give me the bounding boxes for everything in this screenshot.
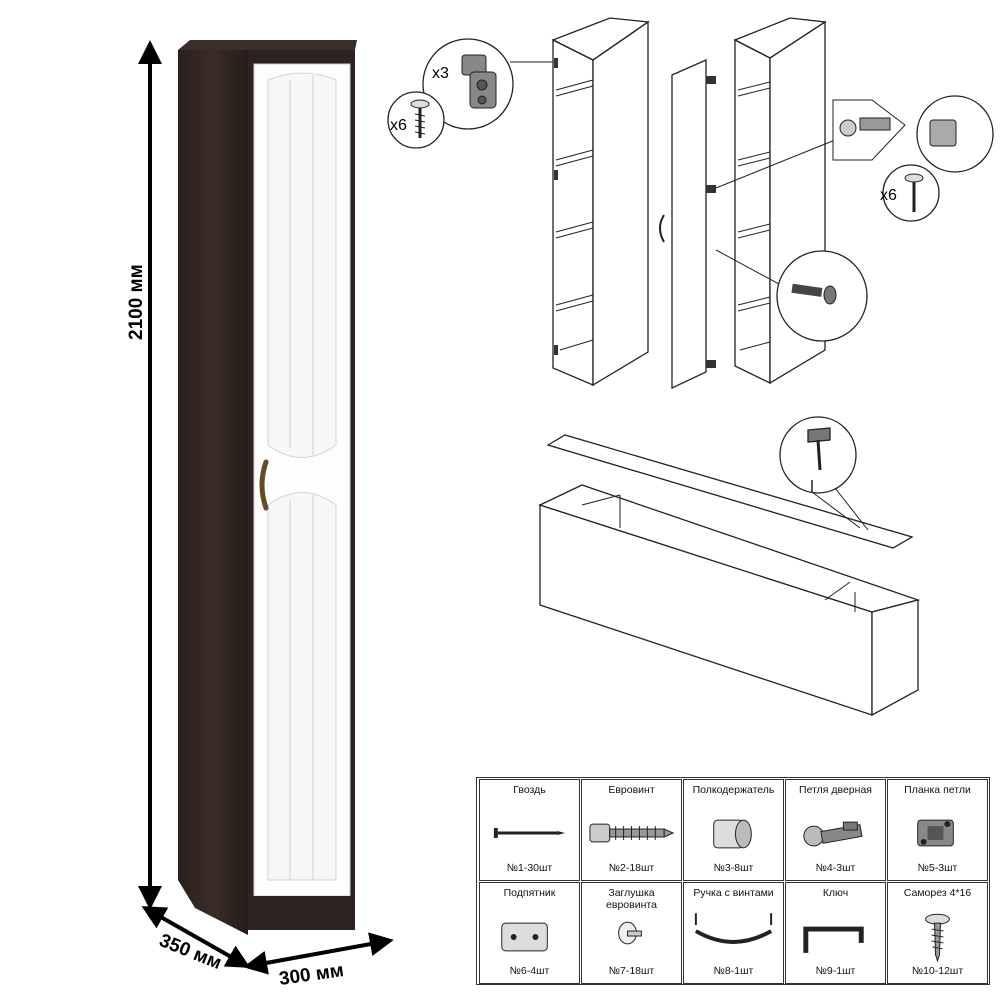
parts-cell: Гвоздь №1-30шт <box>479 779 580 881</box>
wardrobe-side-panel <box>178 50 248 935</box>
part-count: №2-18шт <box>608 862 655 874</box>
part-name: Планка петли <box>904 784 971 796</box>
door-hinge-icon <box>786 806 885 860</box>
shelf-support-icon <box>684 806 783 860</box>
parts-cell: Заглушка евровинта №7-18шт <box>581 882 682 984</box>
part-count: №4-3шт <box>815 862 856 874</box>
parts-cell: Петля дверная №4-3шт <box>785 779 886 881</box>
part-name: Евровинт <box>608 784 655 796</box>
wood-screw-icon <box>888 909 987 963</box>
callout-hinge-right: x6 <box>832 95 994 222</box>
depth-label: 350 мм <box>156 930 224 974</box>
hex-key-icon <box>786 909 885 963</box>
parts-table: Гвоздь №1-30шт Евровинт №2-18шт Полкодержате… <box>476 777 990 985</box>
part-count: №7-18шт <box>608 965 655 977</box>
screws-right-label: x6 <box>880 187 897 204</box>
part-name: Подпятник <box>503 887 556 899</box>
part-count: №5-3шт <box>917 862 958 874</box>
parts-cell: Полкодержатель №3-8шт <box>683 779 784 881</box>
part-count: №10-12шт <box>911 965 964 977</box>
part-count: №6-4шт <box>509 965 550 977</box>
parts-cell: Планка петли №5-3шт <box>887 779 988 881</box>
parts-cell: Евровинт №2-18шт <box>581 779 682 881</box>
callout-screw-top: x6 <box>387 91 445 149</box>
part-count: №9-1шт <box>815 965 856 977</box>
part-name: Ручка с винтами <box>693 887 774 899</box>
wardrobe-product <box>178 40 357 935</box>
depth-dimension-line <box>141 906 251 968</box>
hinge-count-label: x3 <box>432 65 449 82</box>
part-name: Саморез 4*16 <box>903 887 972 899</box>
assembly-step-door <box>510 17 836 390</box>
assembly-step-back-panel <box>538 416 921 717</box>
part-name: Полкодержатель <box>692 784 775 796</box>
back-panel <box>546 434 914 549</box>
part-name: Заглушка евровинта <box>606 887 657 911</box>
door-handle-icon <box>259 459 269 511</box>
parts-cell: Ручка с винтами №8-1шт <box>683 882 784 984</box>
parts-cell: Ключ №9-1шт <box>785 882 886 984</box>
part-count: №8-1шт <box>713 965 754 977</box>
width-label: 300 мм <box>278 960 345 990</box>
eurovint-screw-icon <box>582 806 681 860</box>
height-label: 2100 мм <box>126 264 147 340</box>
dimension-lines <box>138 40 394 975</box>
screws-top-label: x6 <box>390 117 407 134</box>
parts-cell: Подпятник №6-4шт <box>479 882 580 984</box>
part-name: Гвоздь <box>513 784 546 796</box>
callout-eurovint <box>776 250 868 342</box>
width-dimension-line <box>243 932 394 975</box>
part-name: Петля дверная <box>799 784 872 796</box>
foot-pad-icon <box>480 909 579 963</box>
part-count: №3-8шт <box>713 862 754 874</box>
part-name: Ключ <box>822 887 849 899</box>
part-count: №1-30шт <box>506 862 553 874</box>
callout-hinge: x3 <box>422 38 514 130</box>
handle-icon <box>684 909 783 963</box>
hinge-plate-icon <box>888 806 987 860</box>
screw-cap-icon <box>582 909 681 963</box>
nail-icon <box>480 806 579 860</box>
parts-cell: Саморез 4*16 №10-12шт <box>887 882 988 984</box>
